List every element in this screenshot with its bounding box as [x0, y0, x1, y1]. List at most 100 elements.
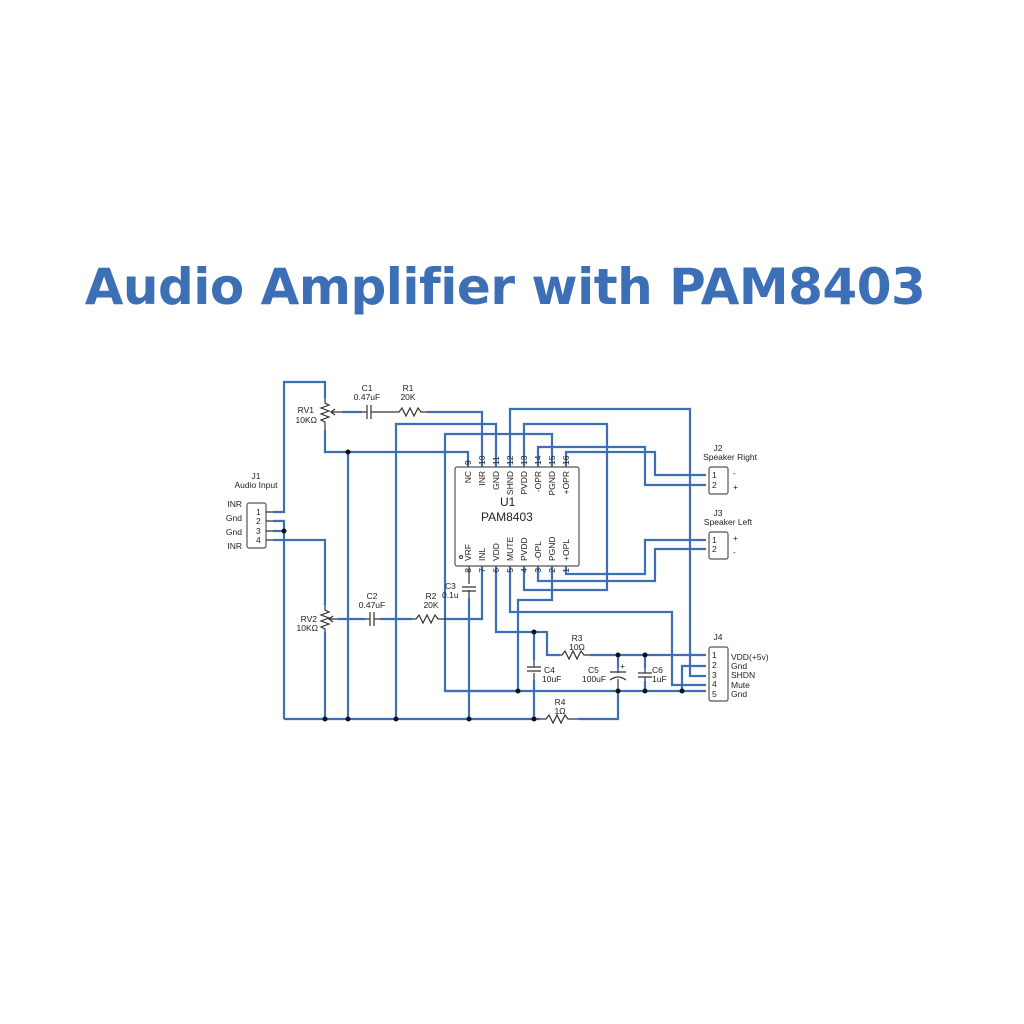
wire-r1-pin10: [427, 410, 484, 468]
resistor-r2: R2 20K: [412, 591, 446, 625]
c1-value: 0.47uF: [354, 392, 380, 402]
connector-j2: J2 Speaker Right 1 2 - +: [703, 443, 758, 495]
wire-j1-inl-rv2: [273, 538, 327, 605]
r2-value: 20K: [423, 600, 438, 610]
u1-pin-number: 15: [547, 455, 557, 465]
label: 1: [712, 470, 717, 480]
u1-pin-name: VDD: [491, 543, 501, 561]
j1-pin1-label: INR: [227, 499, 242, 509]
rv2-label: RV2: [301, 614, 318, 624]
u1-pin-name: +OPL: [561, 539, 571, 561]
junction: [531, 716, 537, 722]
c4-label: C4: [544, 665, 555, 675]
c5-polarity: +: [620, 661, 625, 671]
u1-value: PAM8403: [481, 510, 533, 524]
c3-value: 0.1u: [442, 590, 459, 600]
capacitor-c5-electrolytic: + C5 100uF: [582, 661, 627, 684]
j2-pin1-label: -: [733, 468, 736, 478]
page-title: Audio Amplifier with PAM8403: [84, 258, 926, 316]
label: 4: [256, 535, 261, 545]
connector-j4: J4 1 2 3 4 5 VDD(+5v) Gnd SHDN Mute Gnd: [708, 632, 769, 702]
c5-value: 100uF: [582, 674, 606, 684]
u1-pin-name: PGND: [547, 471, 557, 496]
u1-pin-name: VRF: [463, 544, 473, 561]
u1-pin-number: 3: [533, 568, 543, 573]
resistor-r1: R1 20K: [395, 383, 427, 418]
u1-pin-number: 13: [519, 455, 529, 465]
capacitor-c6: C6 1uF: [638, 665, 667, 684]
wire-pin6-vdd: [494, 565, 534, 634]
j3-name: Speaker Left: [704, 517, 753, 527]
j1-pin3-label: Gnd: [226, 527, 242, 537]
resistor-r3: R3 10Ω: [560, 633, 590, 661]
u1-pin-name: PGND: [547, 536, 557, 561]
wire-pin1: [564, 538, 706, 576]
r3-label: R3: [572, 633, 583, 643]
j2-name: Speaker Right: [703, 452, 758, 462]
j4-pin3-label: SHDN: [731, 670, 755, 680]
u1-pin-number: 6: [491, 568, 501, 573]
junction: [466, 716, 472, 722]
j3-pin1-label: +: [733, 533, 738, 543]
label: 2: [712, 544, 717, 554]
u1-pin-number: 7: [477, 568, 487, 573]
r4-label: R4: [555, 697, 566, 707]
j4-pin2-label: Gnd: [731, 661, 747, 671]
c2-value: 0.47uF: [359, 600, 385, 610]
wire-pin16: [564, 450, 706, 477]
j1-label: J1: [252, 471, 261, 481]
wire-pin3: [536, 547, 706, 583]
wire-pin13: [522, 422, 609, 592]
wire-pin12-shdn: [508, 407, 706, 678]
u1-pin-number: 14: [533, 455, 543, 465]
u1-pin-name: PVDD: [519, 537, 529, 561]
c6-value: 1uF: [652, 674, 667, 684]
c4-value: 10uF: [542, 674, 561, 684]
label: 3: [712, 670, 717, 680]
junction: [281, 528, 287, 534]
junction: [615, 688, 621, 694]
u1-pin-name: -OPR: [533, 471, 543, 492]
j3-label: J3: [714, 508, 723, 518]
rv1-label: RV1: [298, 405, 315, 415]
u1-pin-name: GND: [491, 471, 501, 490]
u1-pin-number: 11: [491, 456, 501, 465]
c3-label: C3: [445, 581, 456, 591]
u1-label: U1: [500, 495, 516, 509]
wires: [273, 380, 706, 721]
u1-pin-name: INR: [477, 471, 487, 486]
wire-j1-gnd: [273, 519, 286, 719]
connector-j3: J3 Speaker Left 1 2 + -: [704, 508, 753, 560]
u1-pin-name: PVDD: [519, 471, 529, 495]
j4-label: J4: [714, 632, 723, 642]
rv2-value: 10KΩ: [297, 623, 318, 633]
wire-vdd-r3: [534, 630, 560, 657]
c5-label: C5: [588, 665, 599, 675]
ic-u1-pam8403: U1 PAM8403 9NC10INR11GND12SHND13PVDD14-O…: [454, 455, 580, 573]
c1-label: C1: [362, 383, 373, 393]
wire-pin11: [394, 422, 498, 719]
u1-pin-number: 1: [561, 568, 571, 573]
junction: [393, 716, 399, 722]
junction: [322, 716, 328, 722]
j1-pin2-label: Gnd: [226, 513, 242, 523]
wire-pin5-mute: [508, 565, 706, 687]
junction: [642, 652, 648, 658]
potentiometer-rv1: RV1 10KΩ: [296, 398, 342, 430]
u1-pin-number: 10: [477, 455, 487, 465]
j4-pin5-label: Gnd: [731, 689, 747, 699]
label: 4: [712, 679, 717, 689]
r1-value: 20K: [400, 392, 415, 402]
wire-r2-inl: [446, 565, 484, 621]
label: 2: [712, 480, 717, 490]
u1-pin-name: +OPR: [561, 471, 571, 494]
j4-pin1-label: VDD(+5v): [731, 652, 769, 662]
label: 5: [712, 689, 717, 699]
u1-pin-number: 2: [547, 568, 557, 573]
u1-pin-name: -OPL: [533, 541, 543, 561]
j1-name: Audio Input: [234, 480, 278, 490]
wire-j4-gnd2: [680, 664, 706, 691]
label: 3: [256, 526, 261, 536]
junctions: [281, 449, 685, 722]
